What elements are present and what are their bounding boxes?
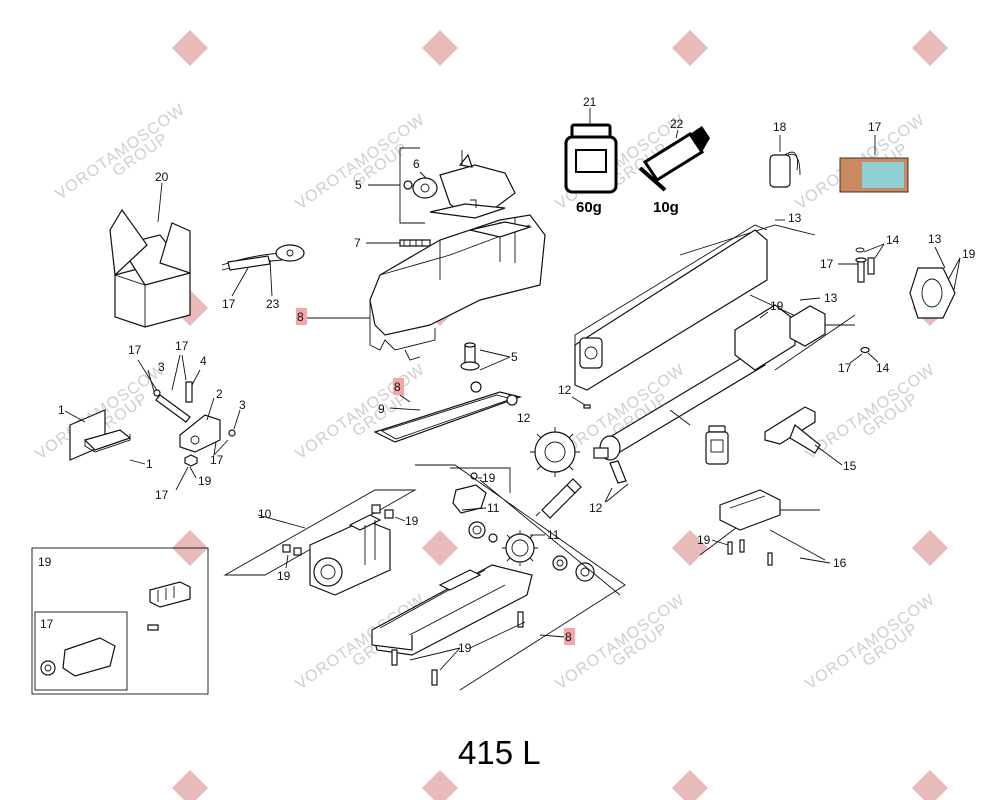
part-13-end-bracket: 13 19 (909, 232, 976, 319)
callout-17b: 17 (128, 343, 142, 357)
part-16-limit-box: 19 16 (697, 489, 847, 570)
callout-8-highlight (296, 308, 307, 325)
grease-tube-weight: 10g (653, 199, 679, 216)
callout-19g: 19 (962, 247, 976, 261)
part-9-gasket: 8 9 (373, 378, 523, 443)
callout-9: 9 (378, 402, 385, 416)
callout-19d: 19 (482, 471, 496, 485)
callout-12: 12 (558, 383, 572, 397)
part-7-cable-tie: 7 (354, 236, 431, 250)
callout-17d: 17 (210, 453, 224, 467)
callout-8b: 8 (394, 380, 401, 394)
callout-12c: 12 (589, 501, 603, 515)
inset-callout-19: 19 (38, 555, 52, 569)
part-13-screw-actuator: 19 13 (593, 291, 856, 461)
callout-10: 10 (258, 507, 272, 521)
watermark-text: VOROTAMOSCOW (53, 101, 189, 203)
part-1-wall-bracket: 1 1 (58, 403, 153, 471)
callout-19e: 19 (458, 641, 472, 655)
watermark-text: VOROTAMOSCOW (293, 361, 429, 463)
callout-8: 8 (297, 310, 304, 324)
callout-11: 11 (487, 501, 500, 515)
callout-19b: 19 (405, 514, 419, 528)
callout-5: 5 (355, 178, 362, 192)
part-21-grease-jar: 21 60g (564, 95, 618, 216)
callout-14b: 14 (876, 361, 890, 375)
callout-7: 7 (354, 236, 361, 250)
callout-19h: 19 (770, 299, 784, 313)
callout-14: 14 (886, 233, 900, 247)
callout-1: 1 (58, 403, 65, 417)
gear-icon (530, 427, 580, 477)
part-5-shaft: 5 (460, 342, 518, 371)
part-13-outer-tube: 13 (574, 211, 816, 391)
callout-8c: 8 (565, 630, 572, 644)
callout-13: 13 (788, 211, 802, 225)
inset-callout-17: 17 (40, 617, 54, 631)
callout-17c: 17 (175, 339, 189, 353)
model-title: 415 L (458, 734, 541, 771)
part-18-capacitor: 18 (769, 120, 801, 188)
callout-18: 18 (773, 120, 787, 134)
watermark-text: VOROTAMOSCOW (803, 591, 939, 693)
callout-4: 4 (200, 354, 207, 368)
part-11-gearbox: 19 11 11 (450, 467, 595, 582)
callout-17i: 17 (838, 361, 852, 375)
callout-3b: 3 (239, 398, 246, 412)
callout-1b: 1 (146, 457, 153, 471)
part-8-base: 19 8 (371, 464, 626, 691)
callout-2: 2 (216, 387, 223, 401)
callout-15: 15 (843, 459, 857, 473)
callout-8-highlight (393, 378, 404, 395)
grease-jar-small-icon (705, 425, 729, 465)
part-2-fork: 2 3 17 17 19 (155, 387, 246, 502)
callout-5b: 5 (511, 350, 518, 364)
grease-tube-small-icon (535, 478, 582, 519)
part-5-6-top-bracket: 5 6 (355, 147, 516, 224)
callout-19: 19 (198, 474, 212, 488)
callout-17: 17 (222, 297, 236, 311)
part-17-pad: 17 (839, 120, 909, 193)
grease-jar-weight: 60g (576, 199, 602, 216)
gear-icon (502, 530, 538, 566)
callout-22: 22 (670, 117, 684, 131)
callout-13b: 13 (824, 291, 838, 305)
callout-6: 6 (413, 157, 420, 171)
part-10-motor: 10 19 19 (223, 489, 419, 596)
callout-17e: 17 (155, 488, 169, 502)
part-8-cover: 8 (296, 214, 546, 361)
inset-electronics-box: 19 17 (31, 547, 209, 695)
callout-17g: 17 (868, 120, 882, 134)
callout-12b: 12 (517, 411, 531, 425)
part-20-carton-box: 20 (109, 170, 192, 328)
callout-16: 16 (833, 556, 847, 570)
callout-23: 23 (266, 297, 280, 311)
part-14-circlip: 17 14 (838, 346, 890, 375)
callout-19i: 19 (697, 533, 711, 547)
part-14-pins: 14 17 (820, 233, 900, 283)
part-3-4-pins: 17 3 17 4 (128, 339, 207, 423)
part-15-rear-bracket: 15 (764, 406, 857, 473)
part-12-pins: 12 12 12 (517, 383, 629, 515)
part-23-release-key: 17 23 (221, 244, 305, 311)
part-22-grease-tube: 22 10g (638, 117, 710, 216)
callout-8-highlight (564, 628, 575, 645)
callout-20: 20 (155, 170, 169, 184)
callout-3: 3 (158, 360, 165, 374)
watermark-text: VOROTAMOSCOW (803, 361, 939, 463)
callout-19c: 19 (277, 569, 291, 583)
callout-21: 21 (583, 95, 597, 109)
callout-17h: 17 (820, 257, 834, 271)
watermark-text: VOROTAMOSCOW (293, 111, 429, 213)
callout-13c: 13 (928, 232, 942, 246)
